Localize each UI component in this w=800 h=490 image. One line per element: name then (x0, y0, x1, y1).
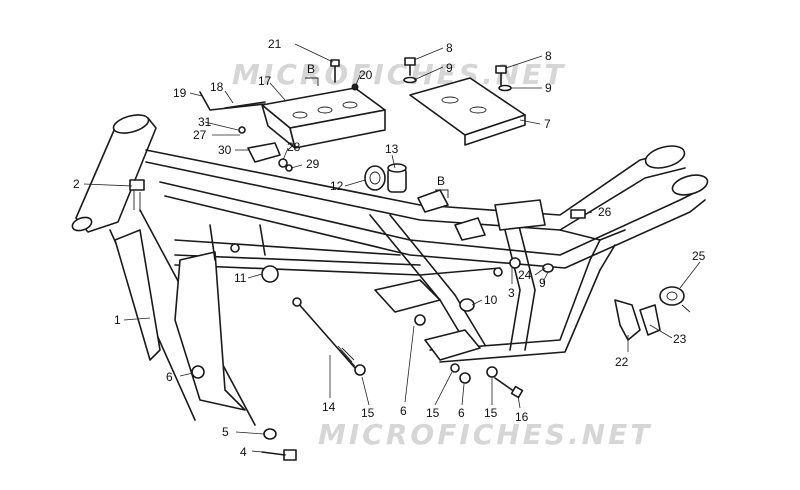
section-mark-center: B (437, 174, 445, 188)
callout-12: 12 (330, 179, 344, 193)
side-stand-switch (614, 299, 661, 341)
rear-mounting-plate (409, 77, 526, 146)
callout-8: 8 (545, 49, 552, 63)
rubber-bushes (364, 163, 407, 193)
callout-16: 16 (515, 410, 529, 424)
callout-10: 10 (484, 293, 498, 307)
callout-21: 21 (268, 37, 282, 51)
section-marks: B B (305, 62, 449, 198)
ignition-switch (659, 286, 691, 313)
callout-13: 13 (385, 142, 399, 156)
callout-20: 20 (359, 68, 373, 82)
callout-22: 22 (615, 355, 629, 369)
bracket-30 (247, 142, 281, 163)
main-frame (71, 114, 709, 426)
leader-lines (83, 43, 701, 453)
fasteners (191, 57, 586, 461)
callout-9: 9 (446, 61, 453, 75)
callout-6: 6 (166, 370, 173, 384)
callout-27: 27 (193, 128, 207, 142)
callout-11: 11 (234, 271, 247, 285)
callout-30: 30 (218, 143, 232, 157)
callout-23: 23 (673, 332, 687, 346)
callout-25: 25 (692, 249, 706, 263)
callout-18: 18 (210, 80, 224, 94)
callout-9: 9 (545, 81, 552, 95)
callout-19: 19 (173, 86, 187, 100)
battery-tray (199, 87, 386, 149)
callout-2: 2 (73, 177, 80, 191)
callout-15: 15 (484, 406, 498, 420)
callout-8: 8 (446, 41, 453, 55)
long-bolt-14 (292, 297, 356, 369)
callout-24: 24 (518, 268, 532, 282)
callout-6: 6 (400, 404, 407, 418)
steering-lock (129, 179, 145, 212)
callout-31: 31 (198, 115, 212, 129)
watermark-bottom: MICROFICHES.NET (318, 418, 653, 451)
callout-28: 28 (287, 140, 301, 154)
callout-26: 26 (598, 205, 612, 219)
callout-1: 1 (114, 313, 121, 327)
callout-15: 15 (361, 406, 375, 420)
callout-5: 5 (222, 425, 229, 439)
rubber-block-upper (417, 189, 449, 213)
callout-29: 29 (306, 157, 320, 171)
callout-4: 4 (240, 445, 247, 459)
callout-7: 7 (544, 117, 551, 131)
callout-labels: 21 8 8 9 9 20 19 18 17 7 31 27 30 28 29 … (73, 37, 706, 459)
callout-15: 15 (426, 406, 440, 420)
section-mark-top: B (307, 62, 315, 76)
callout-6: 6 (458, 406, 465, 420)
callout-9: 9 (539, 276, 546, 290)
callout-3: 3 (508, 286, 515, 300)
callout-17: 17 (258, 74, 272, 88)
rubber-block-lower (454, 217, 486, 241)
callout-14: 14 (322, 400, 336, 414)
